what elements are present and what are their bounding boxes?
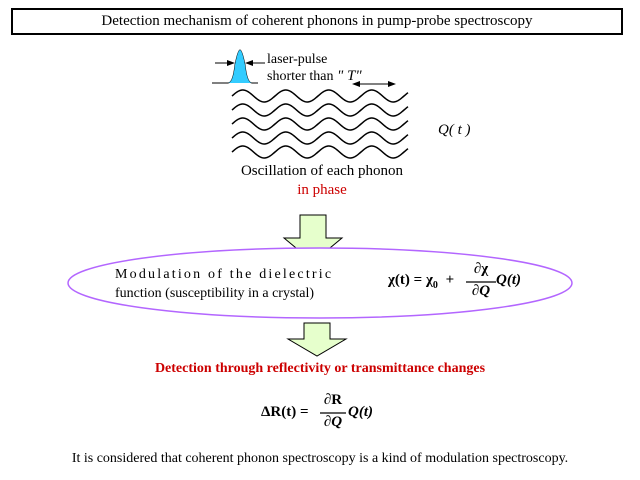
modulation-ellipse bbox=[67, 247, 573, 319]
phonon-wave-line bbox=[231, 117, 409, 131]
page-title: Detection mechanism of coherent phonons … bbox=[101, 13, 533, 29]
modulation-line2: function (susceptibility in a crystal) bbox=[115, 286, 315, 301]
phonon-wave-line bbox=[231, 131, 409, 145]
period-arrow bbox=[352, 81, 396, 87]
q-symbol: Q bbox=[438, 122, 449, 138]
phonon-wave-line bbox=[231, 145, 409, 159]
chi-subscript: 0 bbox=[432, 280, 438, 291]
detection-text: Detection through reflectivity or transm… bbox=[154, 361, 486, 376]
pulse-pointer-arrows bbox=[215, 60, 265, 66]
in-phase-text: in phase bbox=[297, 182, 347, 198]
delta-r-fraction-num: ∂R bbox=[323, 392, 343, 408]
chi-formula-rhs: Q(t) bbox=[496, 272, 521, 288]
modulation-line1: Modulation of the dielectric bbox=[115, 267, 334, 282]
down-arrow bbox=[286, 322, 348, 357]
laser-pulse bbox=[212, 49, 258, 84]
delta-r-lhs: ΔR(t) = bbox=[261, 404, 309, 420]
phonon-wave-line bbox=[231, 103, 409, 117]
chi-fraction-den: ∂Q bbox=[471, 283, 491, 299]
chi-fraction-num: ∂χ bbox=[473, 261, 489, 277]
phonon-wave-line bbox=[231, 89, 409, 103]
q-coordinate-label: Q( t ) bbox=[438, 122, 471, 138]
title-box: Detection mechanism of coherent phonons … bbox=[11, 8, 623, 35]
oscillation-caption-text: Oscillation of each phonon bbox=[240, 163, 404, 179]
pulse-label-line1: laser-pulse bbox=[267, 52, 328, 67]
chi-lhs: χ(t) = χ bbox=[388, 272, 433, 288]
pulse-label: laser-pulse shorter than " T" bbox=[267, 52, 362, 85]
t-symbol: t bbox=[457, 122, 462, 138]
oscillation-caption: Oscillation of each phonon in phase bbox=[200, 162, 444, 200]
plus-sign: + bbox=[445, 272, 455, 288]
modulation-text: Modulation of the dielectric function (s… bbox=[115, 265, 333, 303]
chi-formula-lhs: χ(t) = χ0 + bbox=[388, 272, 454, 291]
delta-r-rhs: Q(t) bbox=[348, 404, 373, 420]
pulse-label-line2: shorter than " T" bbox=[267, 68, 362, 85]
pulse-label-text: shorter than bbox=[267, 69, 334, 84]
pulse-fill bbox=[228, 50, 252, 83]
conclusion-text: It is considered that coherent phonon sp… bbox=[71, 451, 569, 466]
delta-r-fraction-den: ∂Q bbox=[323, 414, 343, 430]
period-symbol: " T" bbox=[336, 68, 362, 84]
phonon-waves bbox=[231, 89, 409, 159]
